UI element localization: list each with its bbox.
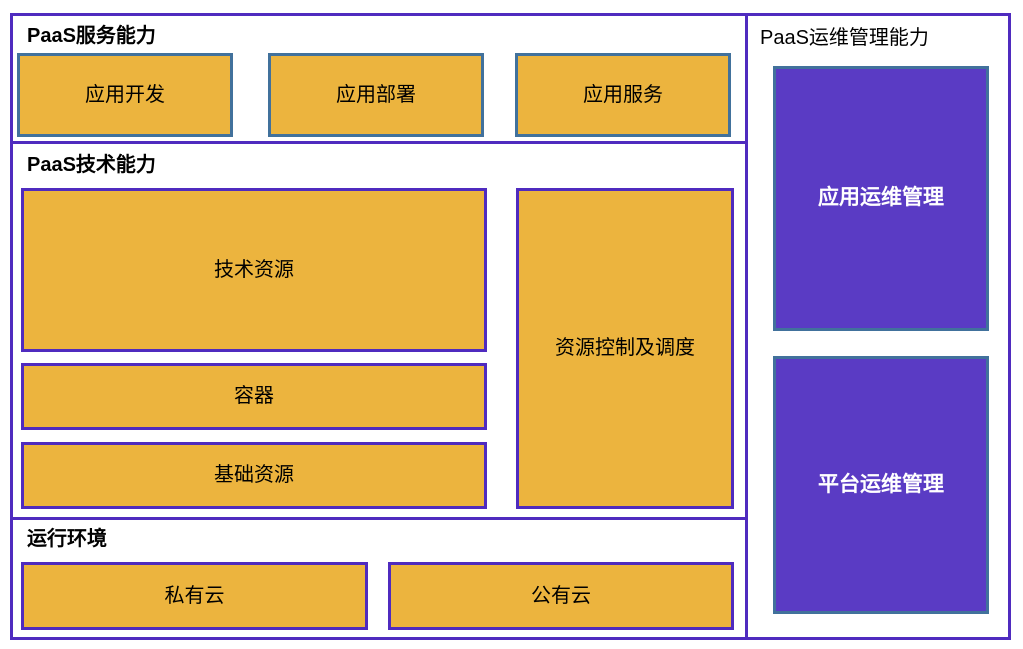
box-app-ops-management: 应用运维管理 — [773, 66, 989, 331]
box-private-cloud: 私有云 — [21, 562, 368, 630]
box-app-deployment: 应用部署 — [268, 53, 484, 137]
box-app-development: 应用开发 — [17, 53, 233, 137]
box-tech-resources: 技术资源 — [21, 188, 487, 352]
box-basic-resources: 基础资源 — [21, 442, 487, 509]
box-public-cloud: 公有云 — [388, 562, 734, 630]
box-platform-ops-management: 平台运维管理 — [773, 356, 989, 614]
section-title-paas-ops: PaaS运维管理能力 — [760, 27, 929, 49]
service-tech-divider — [10, 141, 748, 144]
tech-runtime-divider — [10, 517, 748, 520]
section-title-paas-service: PaaS服务能力 — [27, 25, 156, 47]
vertical-divider — [745, 13, 748, 640]
section-title-paas-tech: PaaS技术能力 — [27, 154, 156, 176]
section-title-runtime: 运行环境 — [27, 528, 107, 550]
box-container: 容器 — [21, 363, 487, 430]
outer-frame — [10, 13, 1011, 640]
box-app-service: 应用服务 — [515, 53, 731, 137]
box-resource-control-scheduling-label: 资源控制及调度 — [555, 337, 695, 359]
box-resource-control-scheduling: 资源控制及调度 — [516, 188, 734, 509]
